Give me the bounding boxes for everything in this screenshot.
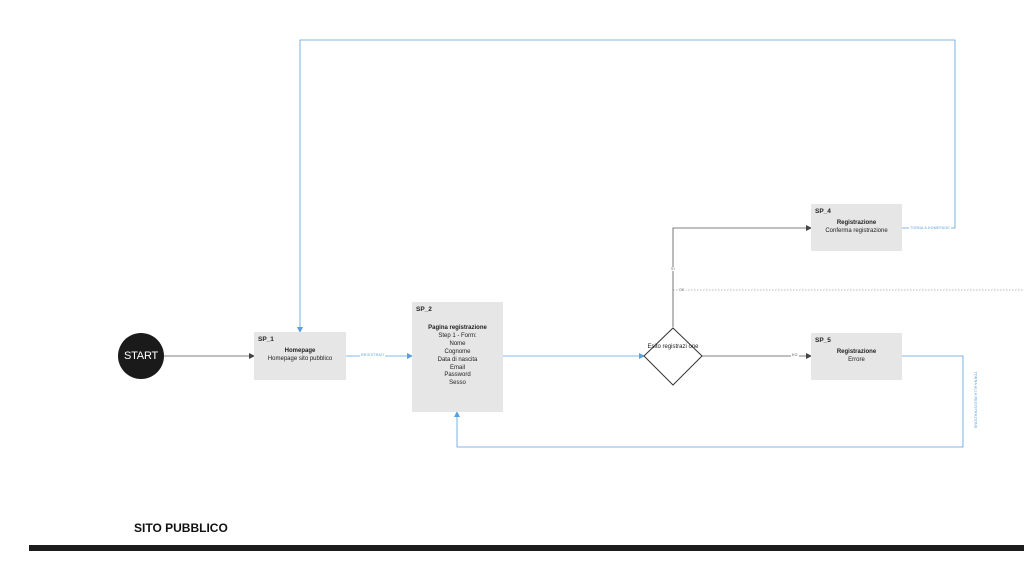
edge-label-torna-homepage: TORNA A HOMEPAGE [909, 226, 952, 230]
node-sp5-line: Errore [848, 356, 865, 363]
node-sp2-line: Step 1 - Form: [438, 332, 477, 339]
node-sp5-id: SP_5 [815, 337, 831, 344]
node-sp2-id: SP_2 [416, 306, 432, 313]
edge-sp5-to-sp2 [454, 355, 964, 448]
node-sp5[interactable]: SP_5 Registrazione Errore [811, 333, 902, 380]
node-sp4-line: Conferma registrazione [825, 227, 888, 234]
edge-label-ko: KO [791, 353, 799, 357]
edge-label-si: SI [670, 267, 676, 271]
node-sp2[interactable]: SP_2 Pagina registrazione Step 1 - Form:… [412, 302, 503, 412]
edge-sp4-to-sp1 [297, 39, 956, 333]
node-sp1-line: Homepage sito pubblico [267, 355, 333, 362]
node-sp4-title: Registrazione [836, 220, 877, 226]
node-sp2-line: Sesso [449, 380, 466, 387]
start-label: START [123, 350, 159, 362]
node-sp2-line: Data di nascita [437, 356, 478, 363]
decision-label: Esito registrazi one [647, 344, 699, 350]
node-sp1-title: Homepage [284, 348, 316, 354]
start-node[interactable]: START [118, 333, 164, 379]
section-title: SITO PUBBLICO [134, 521, 228, 535]
edge-label-torna-registrazione: TORNA ALLA REGISTRAZIONE [973, 370, 978, 430]
node-sp2-line: Email [449, 364, 465, 371]
edge-decision-to-sp4 [672, 225, 812, 327]
decision-diamond [643, 327, 703, 386]
node-sp2-line: Nome [449, 340, 466, 347]
edge-label-ok: OK [678, 288, 686, 292]
bottom-divider-bar [29, 545, 1024, 551]
node-sp2-line: Cognome [444, 348, 471, 355]
node-sp2-title: Pagina registrazione [428, 325, 487, 331]
node-sp1-id: SP_1 [258, 336, 274, 343]
node-sp1[interactable]: SP_1 Homepage Homepage sito pubblico [254, 332, 346, 380]
node-sp4[interactable]: SP_4 Registrazione Conferma registrazion… [811, 204, 902, 251]
node-sp4-id: SP_4 [815, 208, 831, 215]
edge-label-registrati: REGISTRATI [360, 353, 386, 357]
node-sp5-title: Registrazione [836, 349, 877, 355]
node-sp2-line: Password [444, 372, 471, 379]
